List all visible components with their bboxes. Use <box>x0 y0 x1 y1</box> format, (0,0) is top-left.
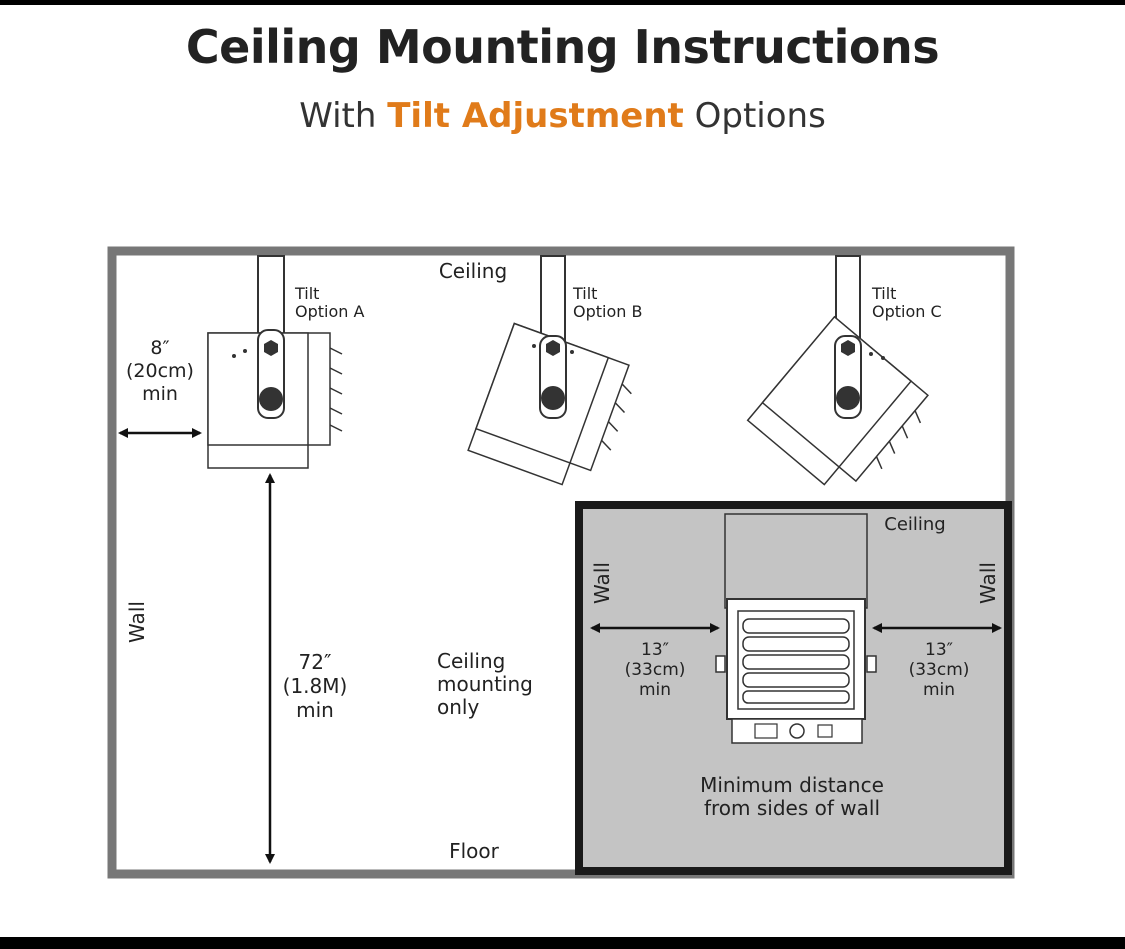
tilt-b-label-line1: Tilt <box>572 284 597 303</box>
inset-wall-left: Wall <box>590 562 614 604</box>
subtitle-prefix: With <box>299 96 377 136</box>
ceiling-label: Ceiling <box>439 259 507 283</box>
heater-tilt-option-a <box>207 255 343 469</box>
tilt-a-label-line2: Option A <box>295 302 364 321</box>
inset-left-clearance-line2: (33cm) <box>625 660 686 680</box>
height-clearance-line3: min <box>296 698 334 722</box>
inset-wall-right: Wall <box>976 562 1000 604</box>
tilt-c-label-line1: Tilt <box>871 284 896 303</box>
subtitle-suffix: Options <box>694 96 826 136</box>
ceiling-only-line2: mounting <box>437 672 533 696</box>
page-title: Ceiling Mounting Instructions <box>185 20 940 74</box>
side-clearance-line3: min <box>142 383 178 405</box>
wall-label-left: Wall <box>125 601 149 643</box>
inset-left-clearance-line3: min <box>639 680 671 700</box>
height-clearance-line2: (1.8M) <box>283 674 348 698</box>
inset-right-clearance-line1: 13″ <box>925 640 953 660</box>
inset-ceiling-label: Ceiling <box>884 514 945 535</box>
subtitle-highlight: Tilt Adjustment <box>387 96 684 136</box>
inset-left-clearance-line1: 13″ <box>641 640 669 660</box>
heater-unit <box>715 598 877 744</box>
floor-label: Floor <box>449 839 500 863</box>
inset-ceiling-mount <box>724 513 868 609</box>
heater-tilt-option-c <box>746 255 929 486</box>
bottom-border <box>0 937 1125 949</box>
side-clearance-line1: 8″ <box>150 337 169 359</box>
tilt-b-label-line2: Option B <box>573 302 642 321</box>
side-clearance-line2: (20cm) <box>126 360 194 382</box>
ceiling-only-line1: Ceiling <box>437 649 505 673</box>
inset-right-clearance-line3: min <box>923 680 955 700</box>
height-clearance-line1: 72″ <box>299 650 332 674</box>
inset-right-clearance-line2: (33cm) <box>909 660 970 680</box>
inset-caption-line1: Minimum distance <box>700 773 884 797</box>
heater-tilt-option-b <box>467 255 632 486</box>
ceiling-only-line3: only <box>437 695 479 719</box>
top-border <box>0 0 1125 5</box>
inset-caption-line2: from sides of wall <box>704 796 880 820</box>
tilt-a-label-line1: Tilt <box>294 284 319 303</box>
tilt-c-label-line2: Option C <box>872 302 942 321</box>
page-subtitle: With Tilt Adjustment Options <box>0 96 1125 136</box>
